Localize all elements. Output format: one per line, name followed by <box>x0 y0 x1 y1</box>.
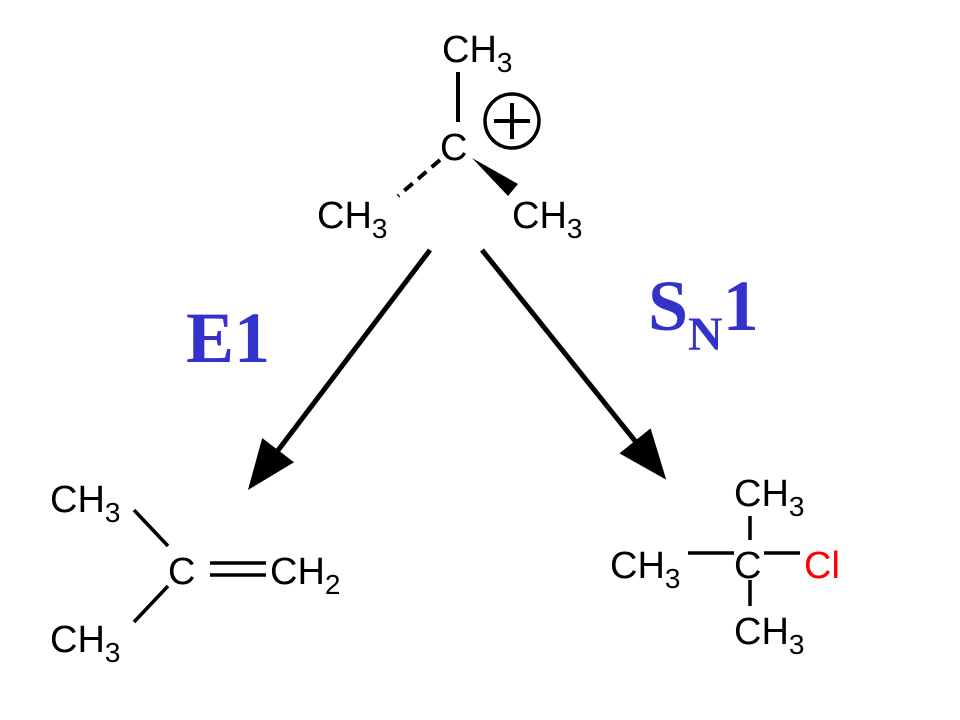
sn1-label-base: S <box>648 266 688 346</box>
e1-label: E1 <box>186 298 270 378</box>
sn1-arrow <box>480 248 667 480</box>
e1-arrow <box>247 248 432 490</box>
sn1-product-left-methyl-subscript: 3 <box>665 563 681 594</box>
carbocation-right-methyl-subscript: 3 <box>567 213 583 244</box>
e1-product-top-methyl-base: CH <box>50 479 105 521</box>
carbocation-center-carbon: C <box>440 127 467 169</box>
carbocation: CH3 C CH3 CH3 <box>317 29 582 244</box>
sn1-product-top-methyl: CH3 <box>734 473 804 522</box>
sn1-product-chlorine: Cl <box>804 545 840 587</box>
carbocation-top-methyl-subscript: 3 <box>497 47 513 78</box>
carbocation-top-methyl-base: CH <box>442 29 497 71</box>
sn1-product-bottom-methyl-subscript: 3 <box>789 629 805 660</box>
sn1-product-top-methyl-base: CH <box>734 473 789 515</box>
e1-product-center-carbon: C <box>168 551 195 593</box>
sn1-product-top-methyl-subscript: 3 <box>789 491 805 522</box>
e1-product-methylene-base: CH <box>270 551 325 593</box>
bond-wedge-right <box>472 158 518 196</box>
e1-product-bottom-methyl: CH3 <box>50 619 120 668</box>
e1-bond-upper <box>132 508 170 548</box>
e1-bond-lower <box>132 584 170 624</box>
e1-product: CH3 C CH2 CH3 <box>50 479 340 668</box>
e1-product-methylene: CH2 <box>270 551 340 600</box>
carbocation-right-methyl-base: CH <box>512 195 567 237</box>
positive-charge-icon <box>483 92 541 150</box>
carbocation-top-methyl: CH3 <box>442 29 512 78</box>
bond-dashed-left <box>396 158 442 198</box>
sn1-product: CH3 CH3 C Cl CH3 <box>610 473 840 660</box>
e1-product-methylene-subscript: 2 <box>325 569 341 600</box>
sn1-label: SN1 <box>648 266 759 361</box>
e1-product-top-methyl: CH3 <box>50 479 120 528</box>
sn1-product-bottom-methyl: CH3 <box>734 611 804 660</box>
e1-product-top-methyl-subscript: 3 <box>105 497 121 528</box>
sn1-product-left-methyl-base: CH <box>610 545 665 587</box>
carbocation-left-methyl-subscript: 3 <box>372 213 388 244</box>
carbocation-left-methyl: CH3 <box>317 195 387 244</box>
carbocation-left-methyl-base: CH <box>317 195 372 237</box>
e1-product-bottom-methyl-subscript: 3 <box>105 637 121 668</box>
sn1-label-tail: 1 <box>723 266 759 346</box>
sn1-product-left-methyl: CH3 <box>610 545 680 594</box>
e1-product-bottom-methyl-base: CH <box>50 619 105 661</box>
sn1-product-bottom-methyl-base: CH <box>734 611 789 653</box>
carbocation-right-methyl: CH3 <box>512 195 582 244</box>
sn1-product-center-carbon: C <box>734 545 761 587</box>
sn1-label-subscript: N <box>688 308 723 361</box>
